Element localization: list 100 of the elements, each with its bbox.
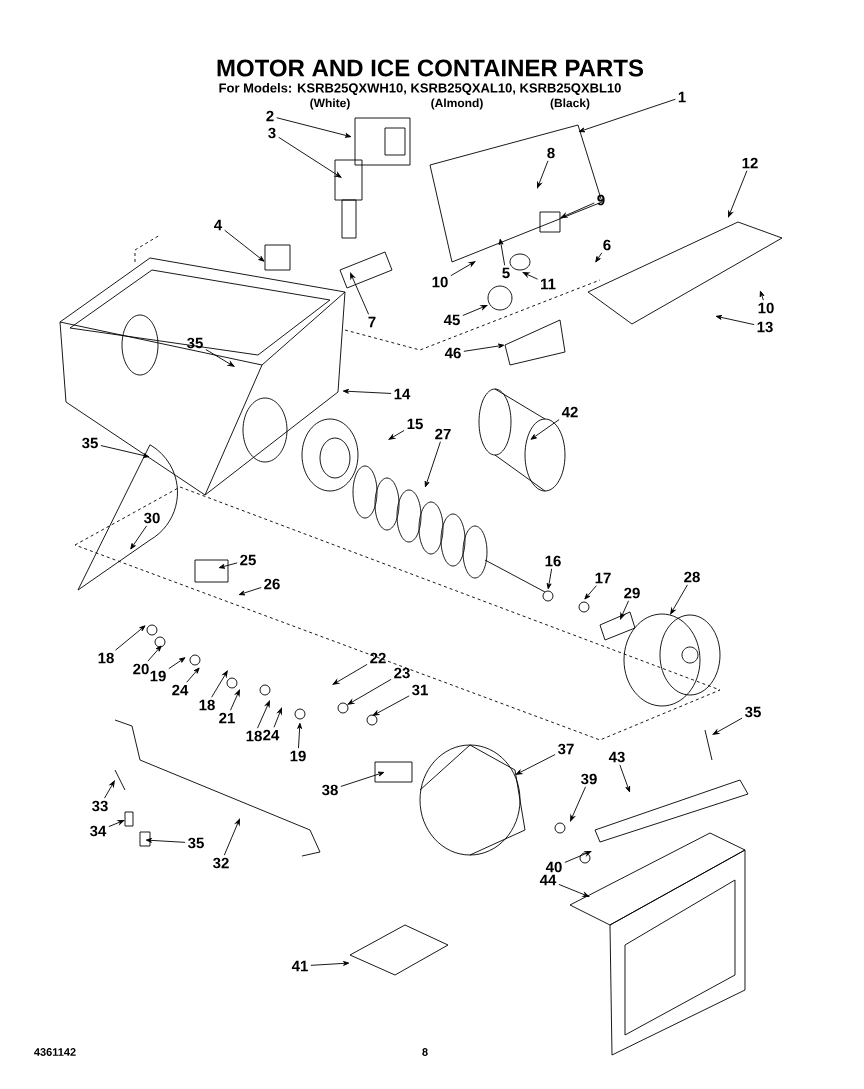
- callout-number: 28: [684, 571, 700, 583]
- callout-number: 19: [150, 670, 166, 682]
- leader-line: [462, 305, 488, 316]
- leader-line: [584, 585, 597, 600]
- callout-number: 26: [264, 578, 280, 590]
- callout-number: 13: [757, 321, 773, 333]
- callout-number: 37: [558, 743, 574, 755]
- callout-number: 35: [745, 706, 761, 718]
- callout-number: 43: [608, 751, 625, 763]
- callout-number: 41: [291, 960, 308, 972]
- callout-number: 5: [502, 267, 510, 279]
- callout-number: 27: [435, 428, 451, 440]
- callout-number: 18: [246, 730, 262, 742]
- callout-number: 9: [597, 194, 605, 206]
- callout-number: 39: [581, 773, 597, 785]
- title: MOTOR AND ICE CONTAINER PARTS: [217, 59, 644, 77]
- leader-line: [670, 584, 688, 615]
- leader-line: [347, 678, 392, 705]
- callout-number: 10: [758, 302, 774, 314]
- leader-line: [424, 441, 441, 488]
- title-subtitle: For Models: KSRB25QXWH10, KSRB25QXAL10, KSRB25QXBL10: [219, 83, 621, 95]
- callout-number: 17: [595, 572, 611, 584]
- leader-line: [340, 771, 385, 787]
- color-note: (Almond): [431, 98, 483, 110]
- callout-number: 2: [266, 110, 274, 122]
- leader-line: [145, 837, 186, 843]
- leader-line: [104, 780, 115, 799]
- color-note: (Black): [550, 98, 590, 110]
- leader-line: [619, 764, 631, 793]
- leader-line: [372, 695, 410, 716]
- callout-number: 29: [624, 587, 640, 599]
- callout-number: 22: [370, 652, 386, 664]
- callout-number: 44: [539, 874, 557, 886]
- leader-line: [297, 722, 303, 749]
- leader-line: [522, 272, 539, 280]
- leader-line: [712, 717, 743, 735]
- leader-line: [350, 272, 370, 315]
- callout-number: 42: [561, 406, 578, 418]
- leader-line: [498, 238, 506, 266]
- callout-number: 23: [394, 667, 410, 679]
- leader-line: [595, 252, 603, 263]
- part-number: 4361142: [34, 1048, 76, 1056]
- leader-line: [759, 290, 765, 301]
- callout-number: 15: [407, 418, 423, 430]
- leader-line: [205, 349, 235, 367]
- leader-line: [278, 136, 342, 178]
- leader-line: [463, 343, 505, 352]
- callout-number: 25: [240, 554, 256, 566]
- callout-number: 40: [545, 861, 562, 873]
- leader-line: [238, 587, 262, 596]
- callout-number: 8: [547, 147, 555, 159]
- callout-number: 6: [603, 239, 611, 251]
- leader-line: [276, 117, 352, 138]
- leader-line: [715, 315, 755, 326]
- leader-line: [115, 625, 146, 651]
- callout-number: 7: [368, 316, 376, 328]
- leader-line: [224, 229, 265, 262]
- color-note: (White): [310, 98, 350, 110]
- leader-line: [230, 689, 240, 711]
- callout-number: 14: [394, 388, 411, 400]
- callout-number: 21: [219, 712, 235, 724]
- leader-line: [564, 851, 592, 863]
- callout-number: 4: [214, 219, 223, 231]
- callout-number: 24: [263, 729, 280, 741]
- leader-line: [257, 700, 270, 729]
- callout-number: 1: [678, 91, 686, 103]
- callout-number: 3: [268, 127, 276, 139]
- leader-line: [560, 202, 595, 218]
- leader-line: [223, 818, 240, 856]
- callout-number: 34: [90, 825, 107, 837]
- callout-number: 35: [187, 337, 203, 349]
- leader-line: [147, 645, 162, 662]
- leader-line: [168, 657, 186, 670]
- leader-line: [558, 883, 590, 897]
- callout-number: 11: [541, 278, 556, 290]
- leader-line: [211, 670, 228, 698]
- callout-number: 16: [545, 555, 561, 567]
- callout-number: 38: [322, 784, 338, 796]
- leader-line: [728, 170, 748, 218]
- callout-number: 45: [443, 314, 460, 326]
- leader-line: [310, 960, 350, 966]
- callout-number: 20: [133, 663, 149, 675]
- leader-line: [515, 754, 556, 775]
- callout-number: 35: [188, 837, 204, 849]
- leader-line: [342, 388, 392, 394]
- leader-line: [108, 820, 125, 828]
- leader-line: [332, 663, 368, 685]
- leader-line: [570, 786, 586, 822]
- callout-number: 30: [144, 512, 160, 524]
- leader-line: [186, 667, 200, 683]
- leader-line: [620, 600, 629, 620]
- page-number: 8: [422, 1048, 428, 1056]
- leader-line: [218, 562, 238, 569]
- callout-number: 18: [98, 652, 114, 664]
- leader-line: [530, 419, 560, 440]
- leader-line: [130, 525, 148, 550]
- leader-line: [578, 98, 676, 133]
- callout-number: 46: [444, 347, 461, 359]
- callout-number: 35: [82, 437, 98, 449]
- callout-number: 33: [92, 800, 108, 812]
